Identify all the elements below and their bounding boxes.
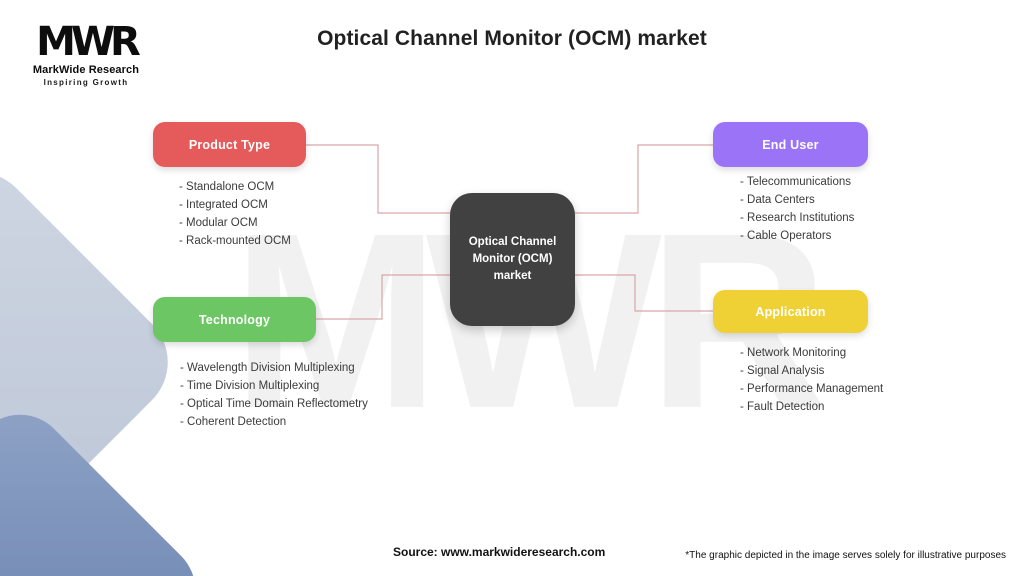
list-item: - Standalone OCM (179, 181, 275, 193)
list-application: - Network Monitoring - Signal Analysis -… (740, 344, 883, 417)
list-item: - Network Monitoring (740, 347, 847, 359)
connector-end-user (575, 144, 713, 214)
list-item: - Wavelength Division Multiplexing (180, 362, 355, 374)
node-product-type[interactable]: Product Type (153, 122, 306, 167)
center-label-line-1: Optical Channel (468, 236, 557, 249)
connector-product-type (306, 144, 450, 214)
list-item: - Cable Operators (740, 230, 832, 243)
node-end-user-label: End User (762, 137, 819, 152)
node-application[interactable]: Application (713, 290, 868, 333)
list-item: - Research Institutions (740, 212, 855, 225)
logo-tagline: Inspiring Growth (43, 78, 129, 87)
list-item: - Fault Detection (740, 401, 825, 414)
list-item: - Data Centers (740, 194, 815, 207)
list-technology: - Wavelength Division Multiplexing - Tim… (180, 359, 368, 432)
connector-application (575, 274, 713, 312)
disclaimer-text: *The graphic depicted in the image serve… (685, 550, 1006, 561)
list-end-user: - Telecommunications - Data Centers - Re… (740, 173, 854, 246)
list-item: - Rack-mounted OCM (179, 235, 291, 248)
list-item: - Telecommunications (740, 176, 852, 188)
list-item: - Optical Time Domain Reflectometry (180, 398, 368, 411)
node-application-label: Application (755, 304, 826, 319)
source-label: Source: www.markwideresearch.com (393, 545, 606, 559)
list-item: - Modular OCM (179, 217, 258, 230)
node-technology-label: Technology (198, 312, 271, 327)
node-center-market[interactable]: Optical Channel Monitor (OCM) market (450, 193, 575, 326)
list-item: - Time Division Multiplexing (180, 380, 320, 393)
list-item: - Coherent Detection (180, 416, 287, 429)
connector-technology (316, 274, 450, 320)
node-technology[interactable]: Technology (153, 297, 316, 342)
center-label-line-2: Monitor (OCM) (472, 253, 553, 266)
list-item: - Integrated OCM (179, 199, 268, 212)
list-item: - Performance Management (740, 383, 884, 396)
center-label-line-3: market (493, 269, 532, 282)
company-logo: MWR MarkWide Research Inspiring Growth (16, 22, 156, 87)
list-item: - Signal Analysis (740, 365, 825, 378)
node-product-type-label: Product Type (188, 137, 271, 152)
page-title: Optical Channel Monitor (OCM) market (317, 27, 707, 50)
node-end-user[interactable]: End User (713, 122, 868, 167)
logo-company-name: MarkWide Research (32, 64, 140, 76)
list-product-type: - Standalone OCM - Integrated OCM - Modu… (179, 178, 291, 251)
logo-monogram-icon: MWR (36, 19, 141, 65)
